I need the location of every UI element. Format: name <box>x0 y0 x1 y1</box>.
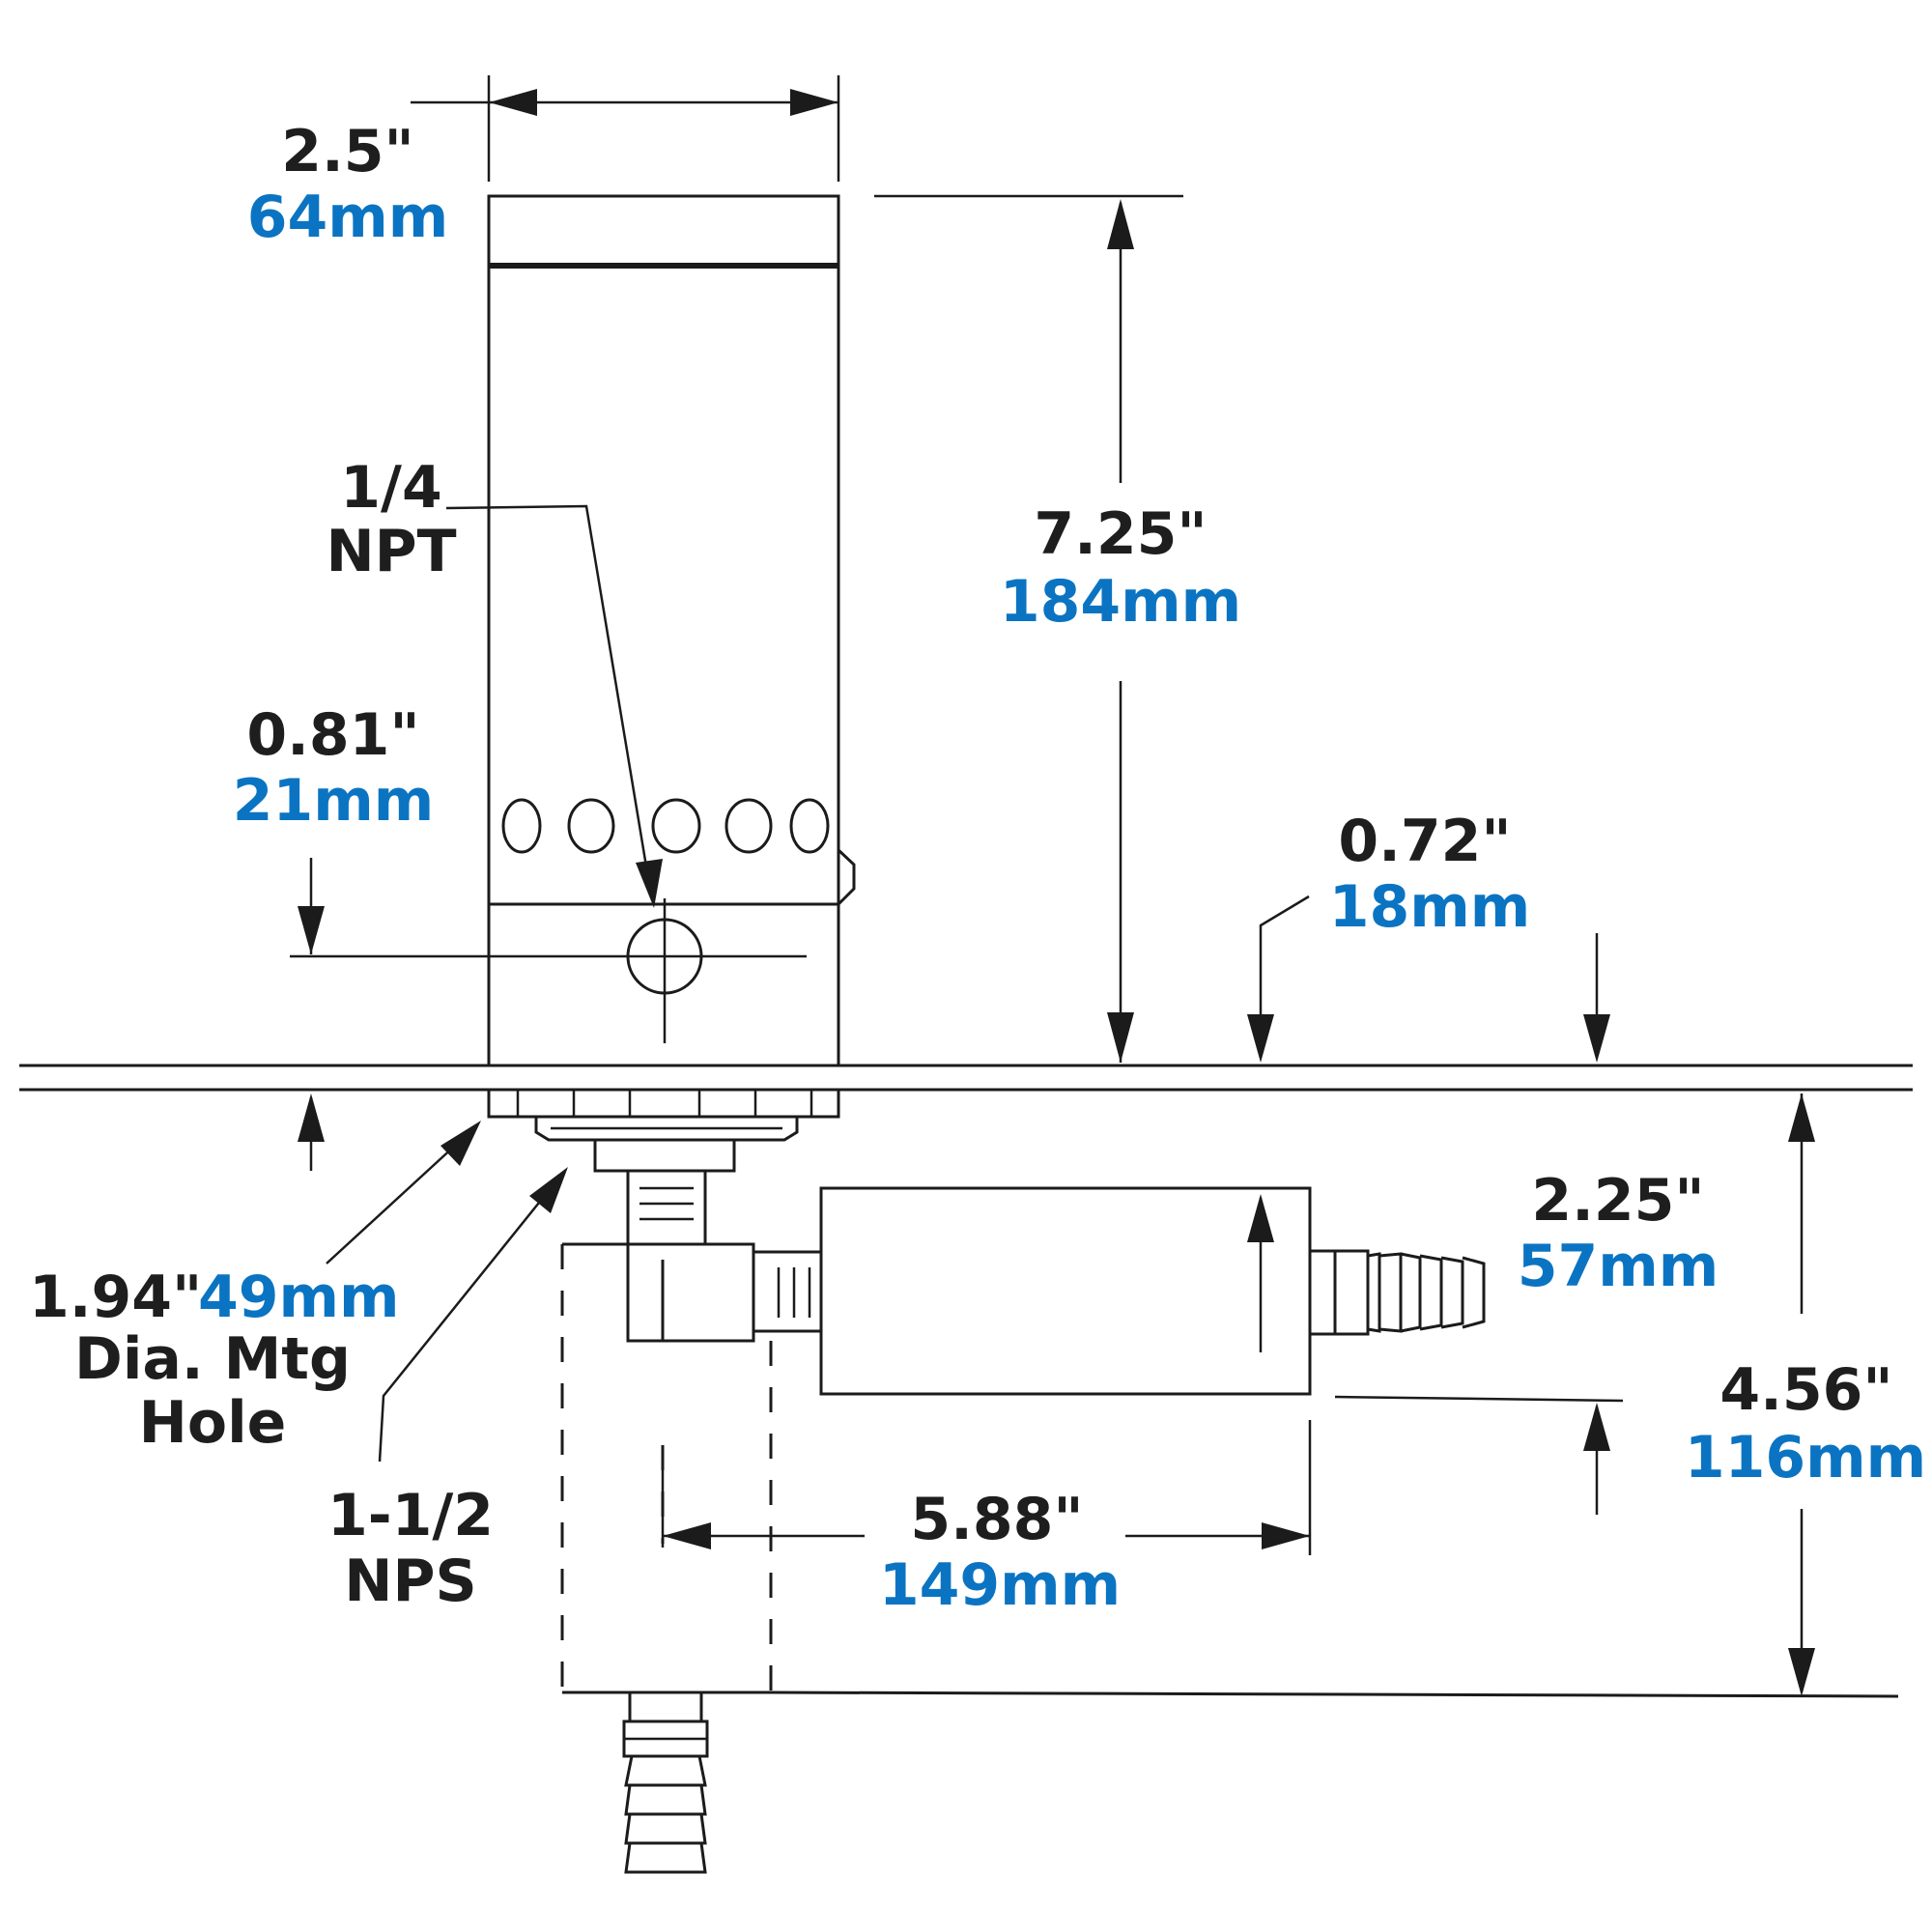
collar-imperial-label: 0.72" <box>1338 808 1512 875</box>
dim-depth-line <box>1788 1094 1815 1696</box>
stem <box>626 1169 707 1246</box>
depth-imperial-label: 4.56" <box>1719 1356 1893 1424</box>
pump-length-metric-label: 149mm <box>878 1551 1122 1619</box>
nps-size-label: 1-1/2 <box>327 1482 495 1549</box>
mounting-hole-desc-line1: Dia. Mtg <box>74 1325 351 1393</box>
pump-length-imperial-label: 5.88" <box>910 1486 1084 1553</box>
pump-dia-metric-label: 57mm <box>1517 1233 1719 1300</box>
height-metric-label: 184mm <box>999 568 1242 636</box>
mounting-hole-leader <box>326 1121 481 1264</box>
nps-type-label: NPS <box>344 1548 477 1615</box>
vent-holes <box>501 798 830 854</box>
mounting-nut <box>487 1088 840 1173</box>
npt-type-label: NPT <box>326 518 457 585</box>
npt-size-label: 1/4 <box>340 454 442 522</box>
dim-width-line <box>411 75 840 182</box>
dim-pump-dia-line <box>1247 1194 1624 1515</box>
depth-metric-label: 116mm <box>1684 1424 1927 1492</box>
port-offset-imperial-label: 0.81" <box>246 701 420 769</box>
dim-pump-length-line <box>661 1420 1312 1555</box>
pump-dia-imperial-label: 2.25" <box>1531 1167 1705 1235</box>
pump-body <box>819 1186 1486 1396</box>
mounting-hole-desc-line2: Hole <box>138 1389 287 1457</box>
mounting-hole-metric-label: 49mm <box>198 1264 400 1331</box>
nps-leader <box>378 1167 568 1463</box>
dim-port-offset-line <box>298 858 325 1171</box>
width-imperial-label: 2.5" <box>281 118 414 185</box>
height-imperial-label: 7.25" <box>1034 500 1208 568</box>
housing <box>487 194 856 1067</box>
dim-collar-leader <box>1247 895 1610 1063</box>
mounting-hole-imperial-label: 1.94" <box>29 1264 203 1331</box>
npt-leader <box>445 504 663 908</box>
width-metric-label: 64mm <box>246 184 449 251</box>
npt-port-icon <box>290 898 807 1043</box>
collar-metric-label: 18mm <box>1328 873 1531 941</box>
elbow-connector <box>626 1242 823 1343</box>
drain-fitting <box>622 1690 709 1874</box>
port-offset-metric-label: 21mm <box>232 767 435 835</box>
dim-height-line <box>874 194 1183 1063</box>
